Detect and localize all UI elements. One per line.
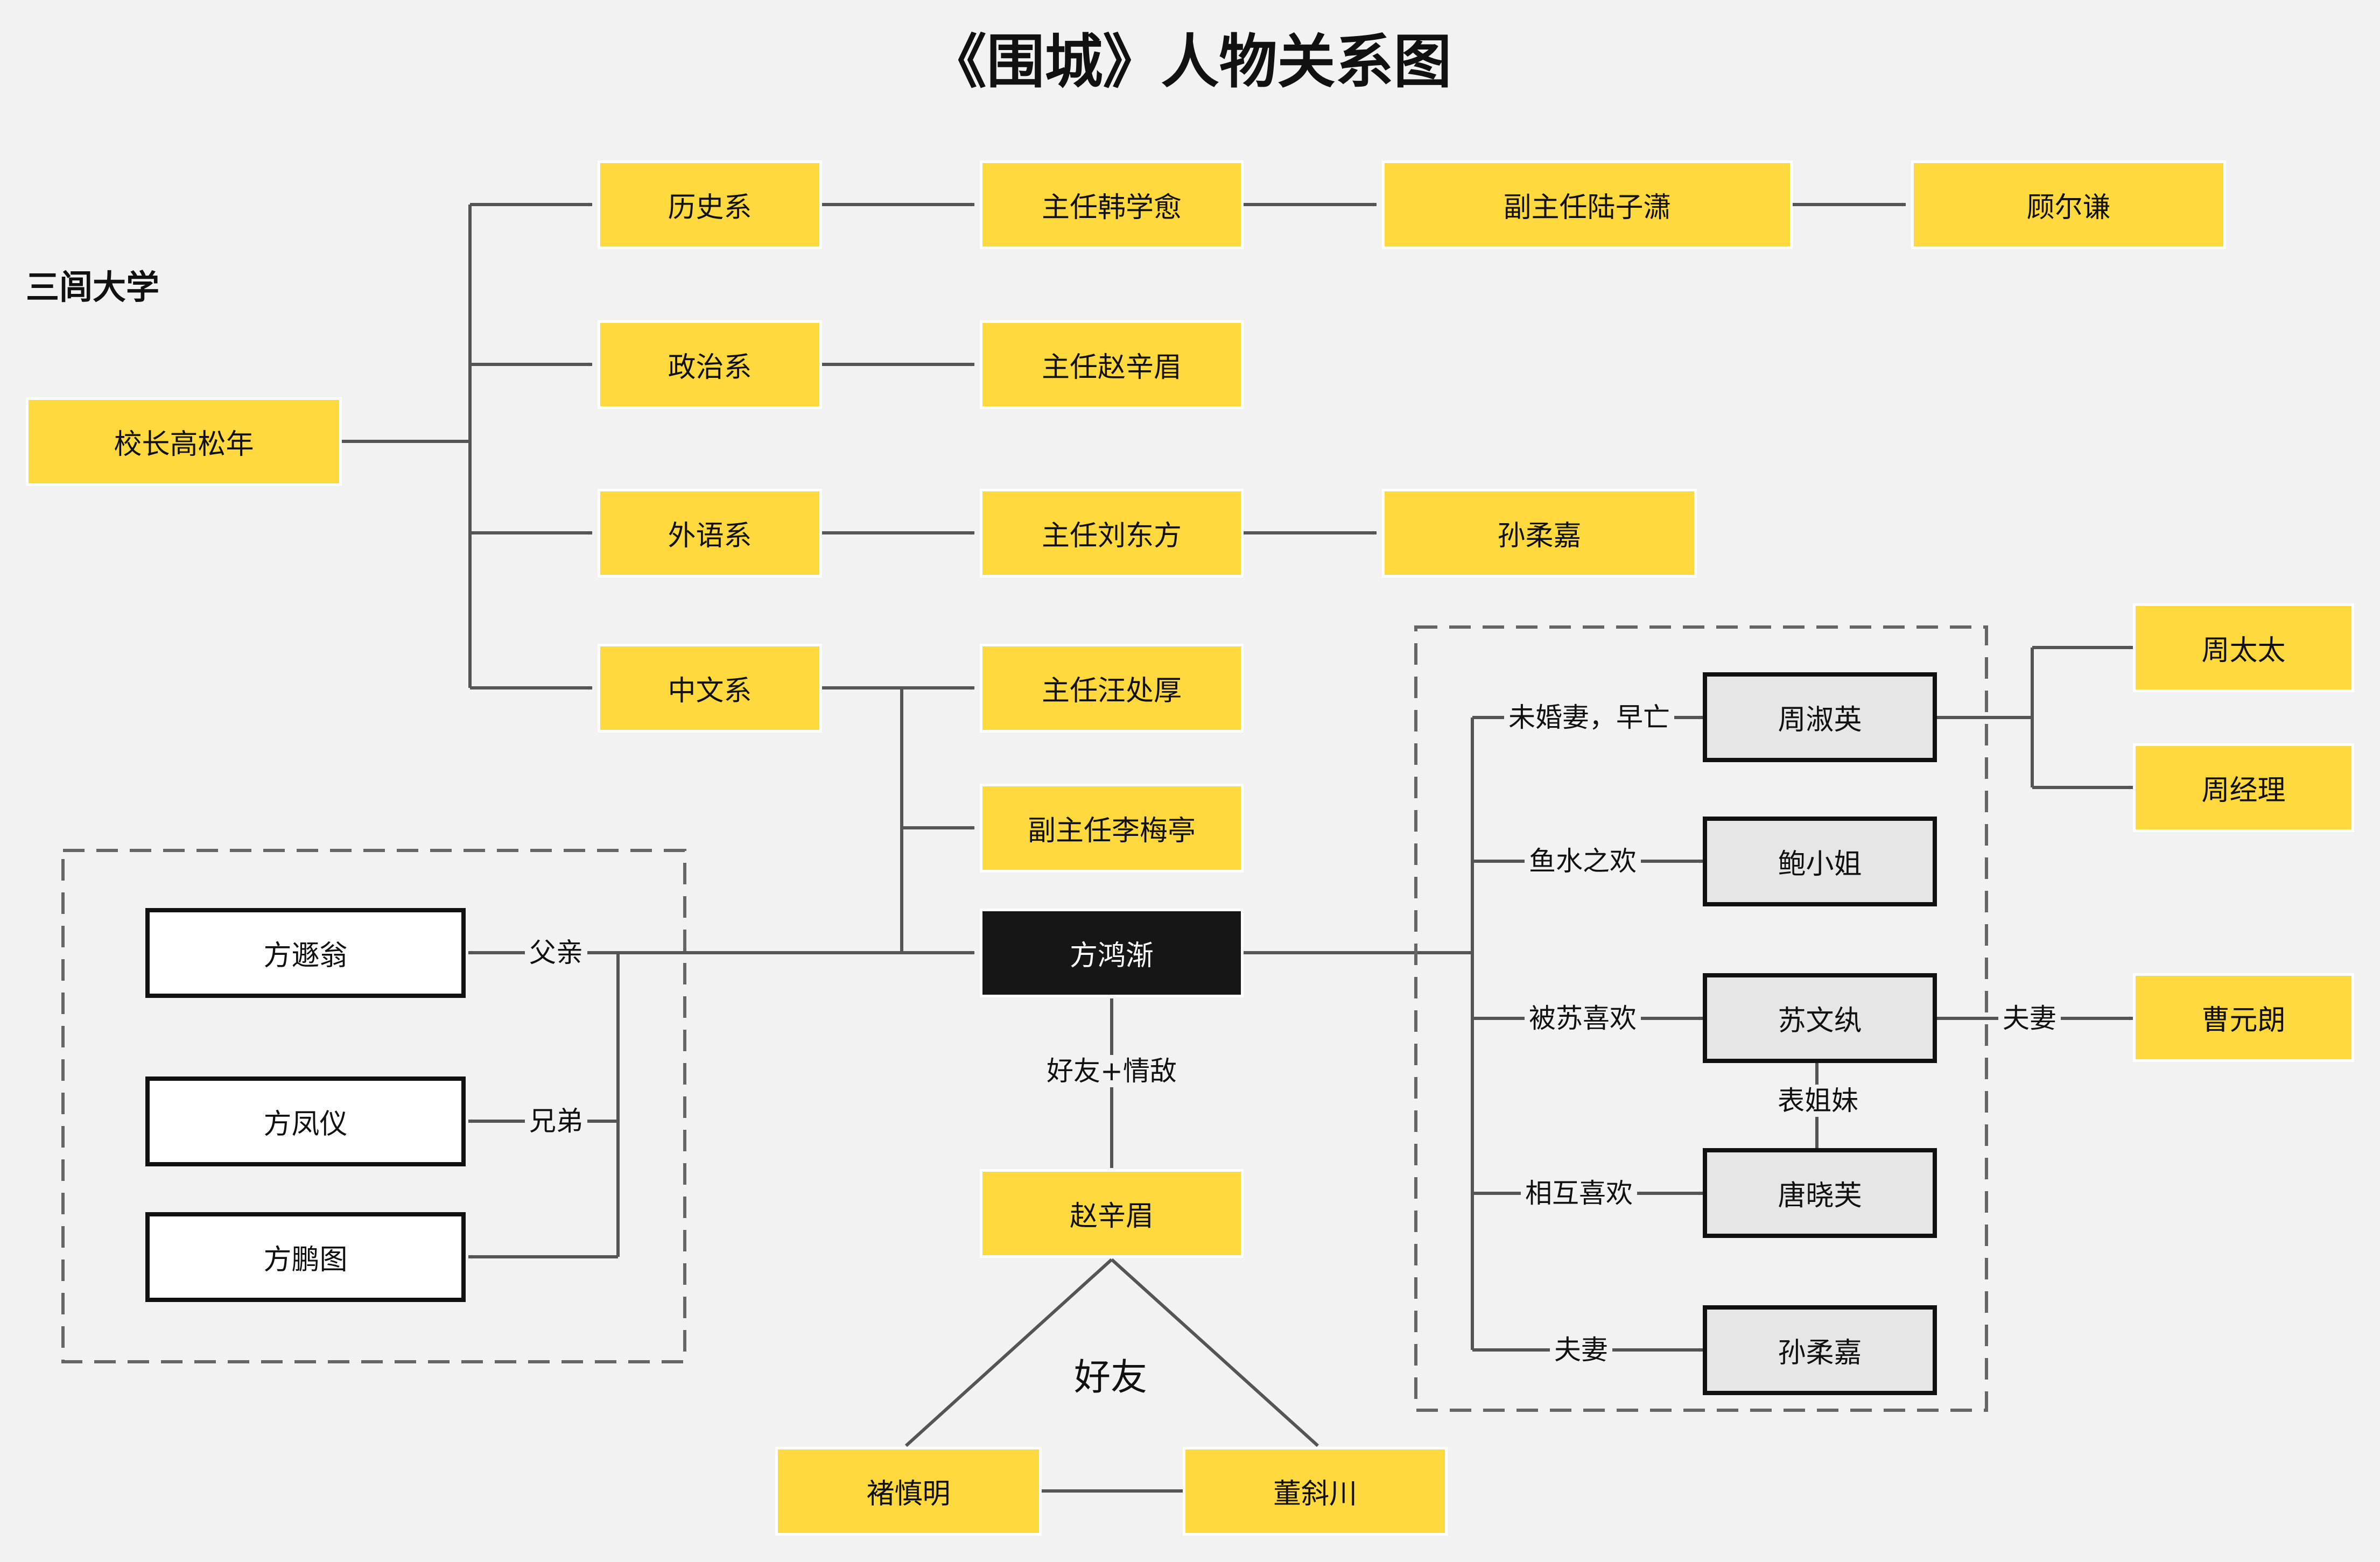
romance-rel-label: 夫妻 — [1550, 1334, 1612, 1366]
zhao-relation-label: 好友+情敌 — [1042, 1055, 1181, 1087]
romance-node[interactable]: 鲍小姐 — [1703, 817, 1937, 906]
brother1-node[interactable]: 方凤仪 — [145, 1076, 466, 1166]
politics-dept-node[interactable]: 政治系 — [598, 320, 822, 409]
foreign-member-node[interactable]: 孙柔嘉 — [1382, 489, 1697, 578]
brother2-node[interactable]: 方鹏图 — [145, 1212, 466, 1302]
cousin-relation-label: 表姐妹 — [1773, 1085, 1863, 1117]
brother-relation-label: 兄弟 — [525, 1105, 587, 1137]
dong-node[interactable]: 董斜川 — [1183, 1447, 1448, 1536]
zhou-manager-node[interactable]: 周经理 — [2133, 743, 2354, 832]
politics-director-node[interactable]: 主任赵辛眉 — [980, 320, 1244, 409]
page-title: 《围城》人物关系图 — [928, 29, 1452, 96]
chinese-dept-node[interactable]: 中文系 — [598, 644, 822, 733]
friends-group-label: 好友 — [1073, 1356, 1148, 1399]
foreign-dept-node[interactable]: 外语系 — [598, 489, 822, 578]
history-deputy-node[interactable]: 副主任陆子潇 — [1382, 160, 1793, 249]
romance-node[interactable]: 孙柔嘉 — [1703, 1305, 1937, 1395]
romance-rel-label: 未婚妻，早亡 — [1504, 701, 1674, 734]
university-heading: 三闾大学 — [26, 268, 160, 307]
romance-rel-label: 被苏喜欢 — [1525, 1002, 1641, 1035]
father-relation-label: 父亲 — [525, 937, 587, 969]
romance-node[interactable]: 周淑英 — [1703, 672, 1937, 762]
president-node[interactable]: 校长高松年 — [26, 397, 342, 486]
center-character-node[interactable]: 方鸿渐 — [980, 909, 1244, 997]
history-member-node[interactable]: 顾尔谦 — [1911, 160, 2226, 249]
history-director-node[interactable]: 主任韩学愈 — [980, 160, 1244, 249]
romance-node[interactable]: 苏文纨 — [1703, 973, 1937, 1063]
zhou-wife-node[interactable]: 周太太 — [2133, 603, 2354, 692]
su-husband-relation-label: 夫妻 — [1998, 1002, 2061, 1035]
romance-node[interactable]: 唐晓芙 — [1703, 1148, 1937, 1238]
chinese-deputy-node[interactable]: 副主任李梅亭 — [980, 784, 1244, 873]
chu-node[interactable]: 褚慎明 — [775, 1447, 1042, 1536]
zhao-node[interactable]: 赵辛眉 — [980, 1169, 1244, 1258]
foreign-director-node[interactable]: 主任刘东方 — [980, 489, 1244, 578]
su-husband-node[interactable]: 曹元朗 — [2133, 973, 2354, 1062]
romance-rel-label: 相互喜欢 — [1521, 1177, 1637, 1209]
chinese-director-node[interactable]: 主任汪处厚 — [980, 644, 1244, 733]
romance-rel-label: 鱼水之欢 — [1525, 845, 1641, 877]
history-dept-node[interactable]: 历史系 — [598, 160, 822, 249]
father-node[interactable]: 方遯翁 — [145, 908, 466, 998]
